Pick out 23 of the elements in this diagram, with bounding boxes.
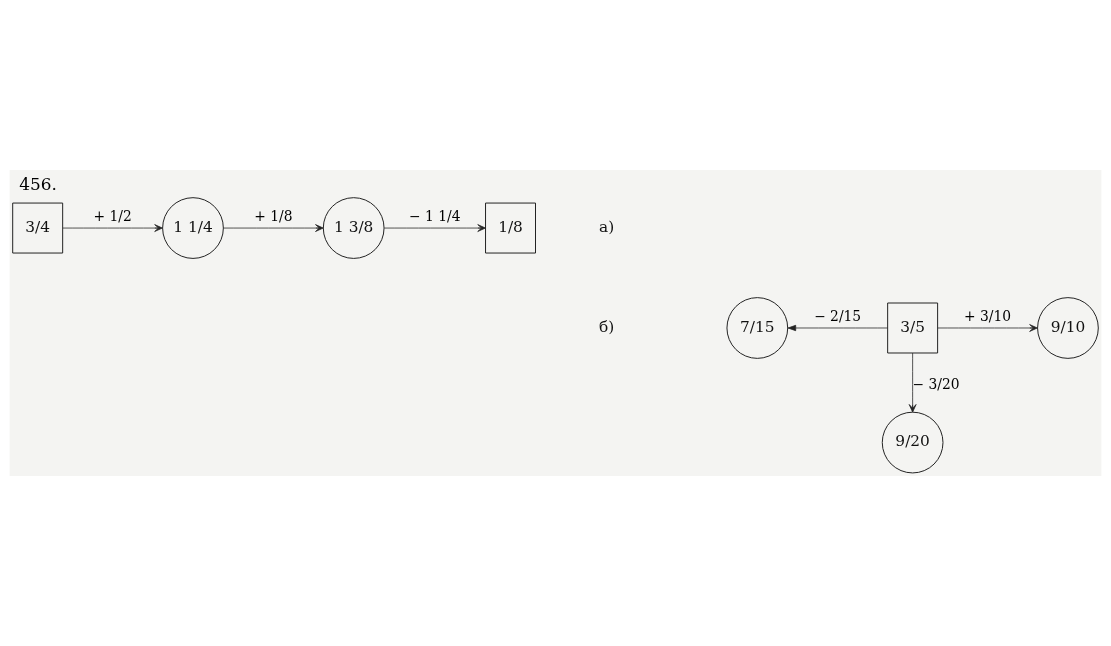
arrow — [937, 324, 1038, 332]
edge-label: + 1/2 — [93, 208, 132, 225]
edge-label: − 1 1/4 — [409, 208, 461, 225]
node-box: 3/4 — [12, 202, 64, 254]
node-circle: 1 3/8 — [322, 197, 385, 259]
edge-label: + 1/8 — [254, 208, 293, 225]
arrow — [223, 224, 324, 232]
node-box: 3/5 — [887, 302, 939, 354]
edge-label: − 2/15 — [814, 308, 862, 325]
node-circle: 9/10 — [1037, 297, 1099, 359]
arrow — [62, 224, 163, 232]
edge-label: − 3/20 — [912, 375, 960, 392]
node-box: 1/8 — [485, 202, 536, 254]
arrow — [787, 324, 889, 332]
diagram-title: 456. — [19, 173, 57, 194]
node-circle: 9/20 — [881, 411, 944, 474]
label: б) — [599, 317, 615, 336]
node-circle: 1 1/4 — [162, 197, 224, 259]
label: а) — [599, 217, 615, 236]
arrow — [908, 352, 917, 413]
node-circle: 7/15 — [726, 297, 789, 359]
edge-label: + 3/10 — [964, 308, 1012, 325]
arrow — [383, 224, 486, 232]
